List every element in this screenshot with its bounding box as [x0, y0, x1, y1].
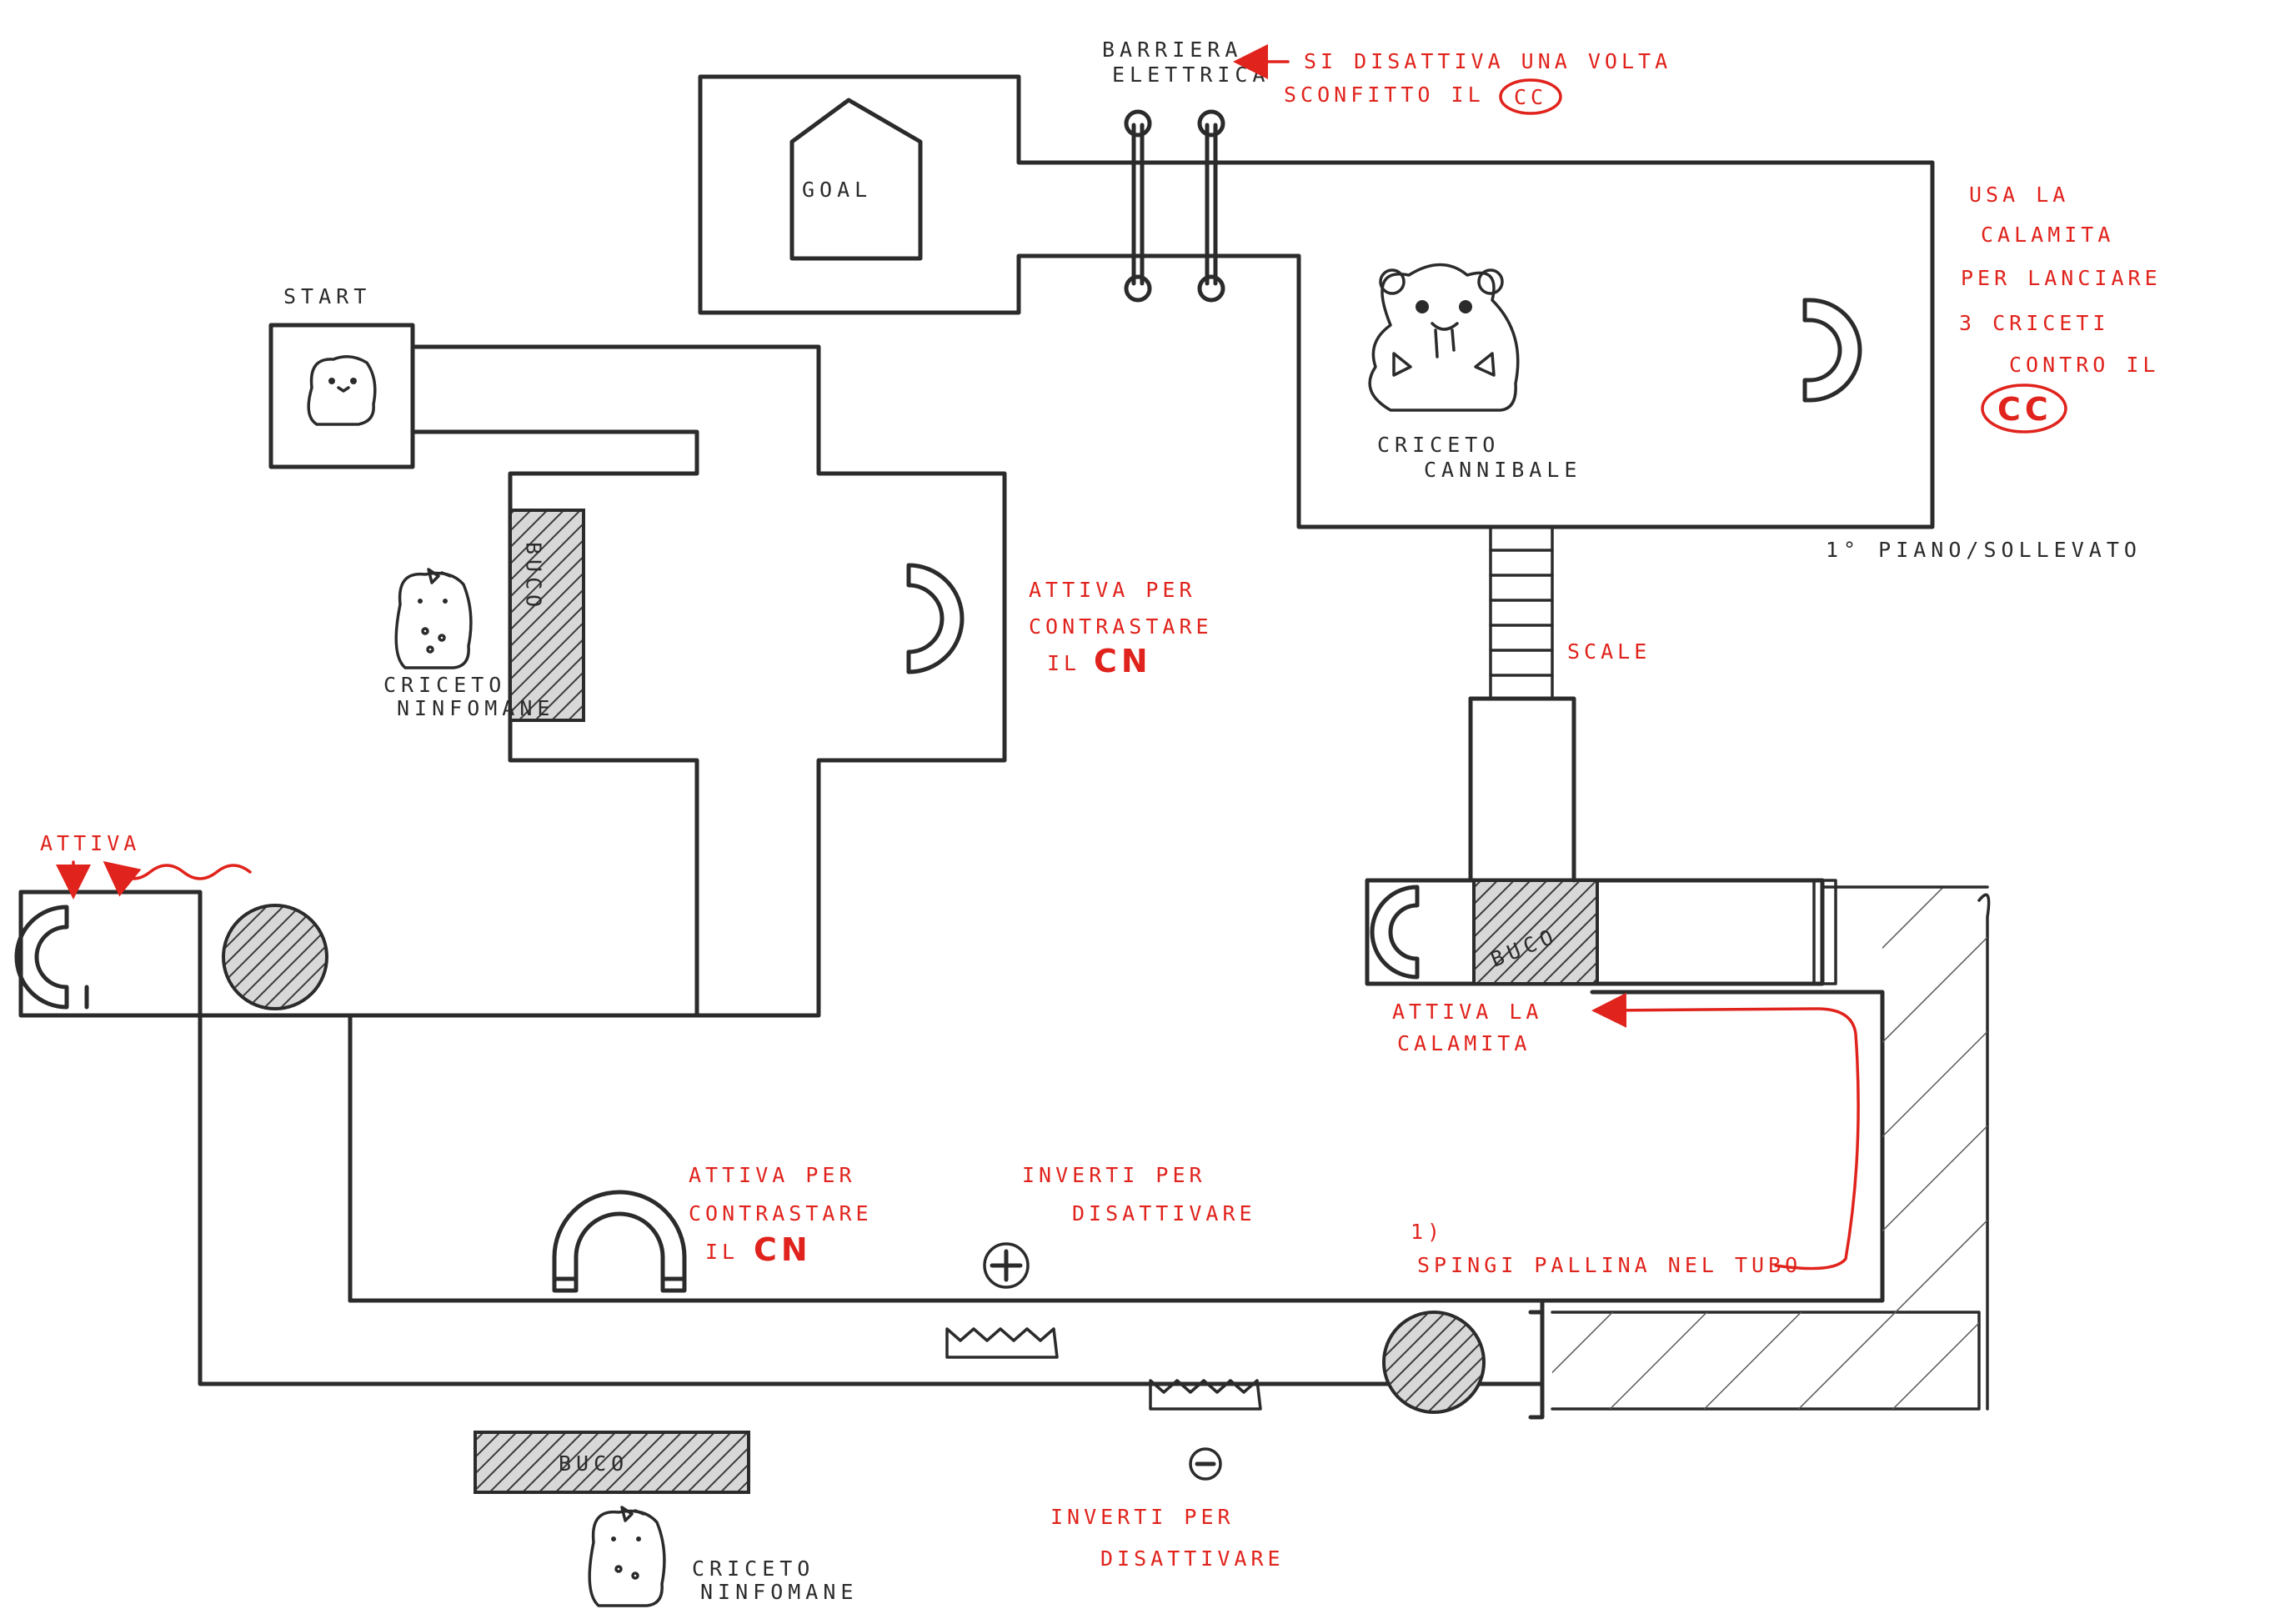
spike-trap-icon — [947, 1329, 1057, 1357]
barrier-note-line2: SCONFITTO IL — [1284, 83, 1485, 107]
magnet-note-line1: USA LA — [1969, 183, 2069, 207]
nympho-label-line1: CRICETO — [383, 673, 506, 697]
nympho2-label-line2: NINFOMANE — [700, 1580, 858, 1604]
counter-top-line1: ATTIVA PER — [1029, 578, 1196, 602]
counter-top-cn: CN — [1094, 643, 1152, 679]
magnet-icon — [1805, 300, 1860, 400]
attiva-left-wave — [117, 865, 250, 879]
hole-vertical-label: BUCO — [522, 542, 546, 612]
hole-bottom-label: BUCO — [559, 1451, 629, 1476]
goal-label: GOAL — [802, 178, 872, 202]
barrier-note-badge: CC — [1514, 85, 1547, 109]
minus-switch-icon[interactable] — [1190, 1449, 1220, 1479]
push-ball-arrow — [1609, 1009, 1858, 1269]
ball-icon — [223, 905, 327, 1009]
cannibal-hamster-icon — [1370, 265, 1518, 411]
counter-mid-line1: ATTIVA PER — [689, 1163, 856, 1187]
tube — [1531, 887, 1989, 1417]
magnet-note-line4: 3 CRICETI — [1959, 311, 2109, 335]
barrier-label-line2: ELETTRICA — [1112, 63, 1270, 87]
upper-corridor — [200, 347, 1542, 1384]
stairs-label: SCALE — [1567, 639, 1651, 664]
magnet-note-badge: CC — [1997, 391, 2052, 428]
start-label: START — [283, 284, 371, 308]
barrier-label-line1: BARRIERA — [1102, 38, 1242, 62]
counter-top-line2: CONTRASTARE — [1029, 614, 1213, 639]
counter-top-line3: IL — [1047, 651, 1080, 675]
start-box — [271, 325, 413, 467]
magnet-note-line5: CONTRO IL — [2009, 353, 2159, 377]
connector-right — [1471, 699, 1574, 880]
invert-minus-line2: DISATTIVARE — [1100, 1546, 1285, 1571]
magnet-note-line3: PER LANCIARE — [1961, 266, 2162, 290]
ball-icon — [1384, 1312, 1484, 1412]
stairs — [1491, 527, 1552, 699]
magnet-note-line2: CALAMITA — [1981, 223, 2114, 247]
counter-mid-cn: CN — [754, 1231, 812, 1268]
floor-label: 1° PIANO/SOLLEVATO — [1826, 538, 2142, 562]
electric-barrier-icon — [1126, 112, 1223, 300]
push-ball-line2: SPINGI PALLINA NEL TUBO — [1417, 1253, 1801, 1277]
push-ball-line1: 1) — [1411, 1220, 1444, 1244]
cannibal-label-line2: CANNIBALE — [1424, 458, 1581, 482]
barrier-note-line1: SI DISATTIVA UNA VOLTA — [1304, 49, 1671, 73]
nympho-label-line2: NINFOMANE — [397, 696, 554, 720]
right-chamber — [1367, 880, 1836, 984]
attiva-left-label: ATTIVA — [40, 831, 140, 855]
nympho-hamster-icon — [589, 1507, 664, 1606]
magnet-icon — [554, 1192, 684, 1291]
invert-minus-line1: INVERTI PER — [1050, 1505, 1235, 1529]
goal-room — [700, 77, 1932, 527]
counter-mid-line2: CONTRASTARE — [689, 1201, 873, 1226]
activate-magnet-line2: CALAMITA — [1397, 1031, 1531, 1055]
plus-switch-icon[interactable] — [985, 1244, 1028, 1287]
hamster-icon — [308, 357, 375, 424]
magnet-icon — [1372, 887, 1417, 977]
magnet-icon — [909, 565, 962, 672]
invert-plus-line2: DISATTIVARE — [1072, 1201, 1256, 1226]
magnet-icon — [17, 907, 87, 1007]
counter-mid-line3: IL — [705, 1240, 739, 1264]
nympho2-label-line1: CRICETO — [692, 1556, 814, 1581]
nympho-hamster-icon — [396, 569, 471, 668]
invert-plus-line1: INVERTI PER — [1022, 1163, 1206, 1187]
activate-magnet-line1: ATTIVA LA — [1392, 1000, 1542, 1024]
cannibal-label-line1: CRICETO — [1377, 433, 1500, 457]
